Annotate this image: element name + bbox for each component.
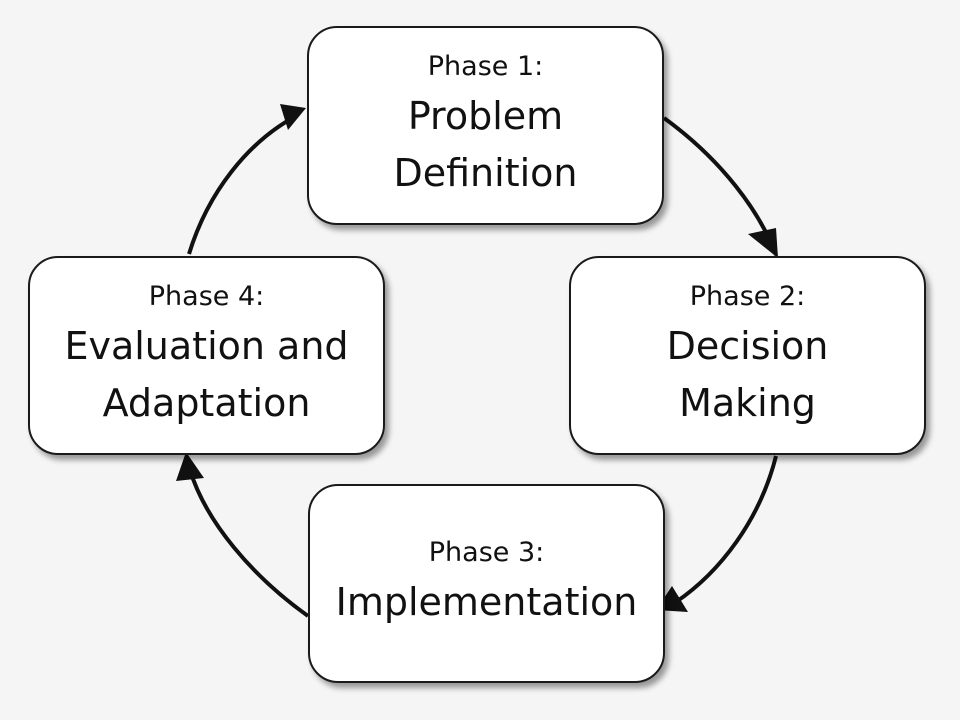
phase-1-label: Phase 1: bbox=[427, 50, 544, 82]
phase-4-box: Phase 4: Evaluation and Adaptation bbox=[28, 256, 385, 455]
phase-4-label: Phase 4: bbox=[148, 280, 265, 312]
phase-4-title: Evaluation and Adaptation bbox=[64, 323, 349, 425]
phase-2-box: Phase 2: Decision Making bbox=[569, 256, 926, 455]
phase-3-label: Phase 3: bbox=[428, 537, 545, 568]
arrowhead-phase2 bbox=[748, 228, 778, 258]
arrow-phase4-to-phase1 bbox=[187, 114, 297, 255]
phase-3-title: Implementation bbox=[335, 580, 638, 624]
phase-3-box: Phase 3: Implementation bbox=[308, 484, 665, 683]
phase-1-box: Phase 1: Problem Definition bbox=[307, 26, 664, 225]
phase-1-title: Problem Definition bbox=[393, 93, 578, 195]
arrowhead-phase4 bbox=[176, 452, 204, 481]
arrow-phase2-to-phase3 bbox=[674, 455, 778, 604]
arrowhead-phase1 bbox=[280, 104, 306, 130]
arrow-phase3-to-phase4 bbox=[188, 469, 310, 618]
phase-2-label: Phase 2: bbox=[689, 280, 806, 312]
phase-2-title: Decision Making bbox=[666, 323, 829, 425]
